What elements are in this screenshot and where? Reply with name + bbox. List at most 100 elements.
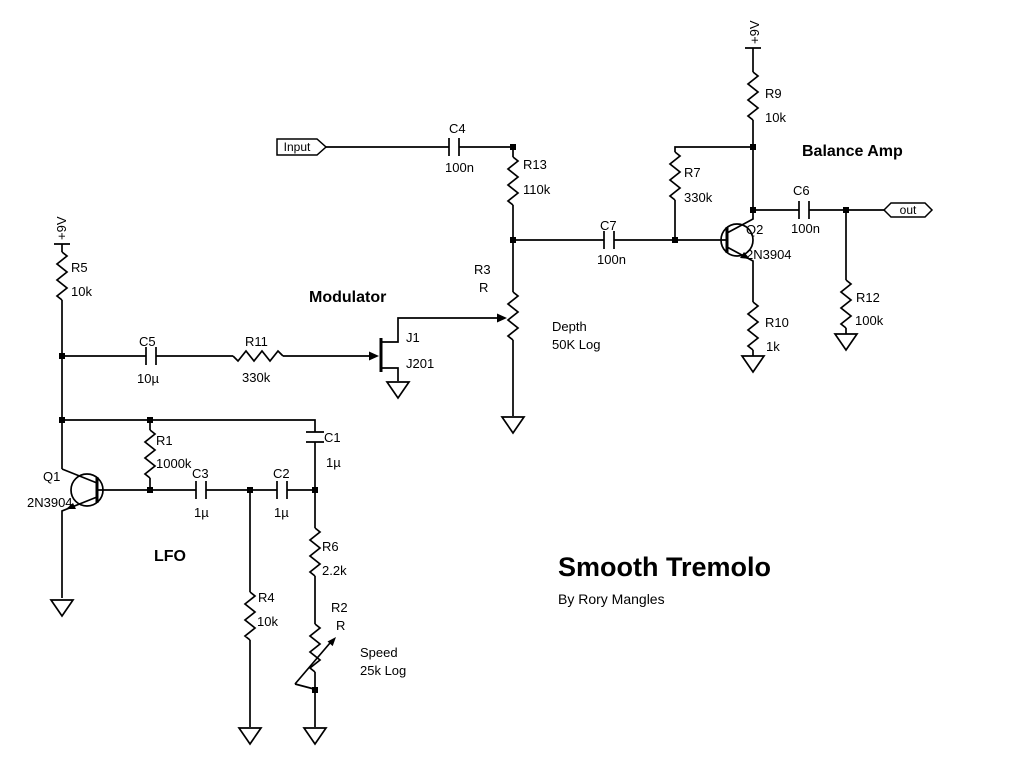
junction-dot	[59, 353, 65, 359]
component-ref: C4	[449, 121, 466, 136]
junction-dot	[843, 207, 849, 213]
ground-icon	[49, 599, 75, 618]
junction-dots	[59, 144, 849, 693]
power-rail-left: +9V	[54, 216, 69, 240]
resistor-R13: R13 110k	[506, 156, 551, 206]
capacitor-C6: C6 100n	[791, 183, 820, 236]
component-ref: R11	[245, 334, 268, 349]
component-value: 10k	[257, 614, 278, 629]
component-value: 1k	[766, 339, 780, 354]
component-ref: C7	[600, 218, 617, 233]
ground-symbols	[49, 333, 859, 746]
emitter-arrow	[740, 252, 750, 259]
component-value: 100n	[791, 221, 820, 236]
component-value: 100n	[597, 252, 626, 267]
resistor-R7: R7 330k	[668, 151, 713, 205]
section-label-balance-amp: Balance Amp	[802, 143, 903, 160]
junction-dot	[510, 237, 516, 243]
component-ref: R1	[156, 433, 173, 448]
component-value: 100n	[445, 160, 474, 175]
component-ref: C1	[324, 430, 341, 445]
component-ref: J1	[406, 330, 420, 345]
component-value: 10µ	[137, 371, 159, 386]
component-value: 2.2k	[322, 563, 347, 578]
component-ref: R5	[71, 260, 88, 275]
component-ref: C2	[273, 466, 290, 481]
power-label: +9V	[747, 20, 762, 44]
component-value: 1µ	[194, 505, 209, 520]
pot-taper-label: 50K Log	[552, 337, 600, 352]
capacitor-C4: C4 100n	[445, 121, 474, 175]
input-tag-shape	[276, 138, 328, 156]
section-label-modulator: Modulator	[309, 289, 386, 306]
input-port-label: Input	[284, 140, 311, 154]
emitter-arrow	[66, 503, 76, 509]
pot-taper-label: 25k Log	[360, 663, 406, 678]
transistor-J1: J1 J201	[369, 330, 434, 372]
section-label-lfo: LFO	[154, 548, 186, 565]
ground-icon	[500, 416, 526, 435]
ground-icon	[237, 727, 263, 746]
component-value: 10k	[765, 110, 786, 125]
junction-dot	[750, 144, 756, 150]
wiper-arrow	[497, 313, 507, 323]
capacitor-C3: C3 1µ	[192, 466, 209, 520]
schematic-title: Smooth Tremolo	[558, 552, 771, 582]
component-ref: C3	[192, 466, 209, 481]
component-ref: R2	[331, 600, 348, 615]
junction-dot	[312, 687, 318, 693]
resistor-R5: R5 10k	[55, 251, 92, 301]
resistor-R4: R4 10k	[243, 590, 278, 641]
component-value: 1µ	[274, 505, 289, 520]
resistor-R12: R12 100k	[839, 279, 884, 329]
component-value: 2N3904	[746, 247, 792, 262]
junction-dot	[672, 237, 678, 243]
capacitor-C5: C5 10µ	[137, 334, 159, 386]
component-value: J201	[406, 356, 434, 371]
pot-function-label: Depth	[552, 319, 587, 334]
junction-dot	[147, 487, 153, 493]
component-value: 330k	[242, 370, 271, 385]
component-value: 1µ	[326, 455, 341, 470]
junction-dot	[147, 417, 153, 423]
component-ref: R10	[765, 315, 789, 330]
output-port: out	[882, 202, 934, 218]
component-value: 330k	[684, 190, 713, 205]
component-value: 2N3904	[27, 495, 73, 510]
capacitor-C1: C1 1µ	[306, 430, 341, 470]
potentiometer-R2: R2 R Speed 25k Log	[308, 600, 406, 678]
junction-dot	[312, 487, 318, 493]
input-port: Input	[276, 138, 328, 156]
capacitor-C2: C2 1µ	[273, 466, 290, 520]
resistor-R10: R10 1k	[746, 301, 789, 354]
gate-arrow	[369, 351, 379, 361]
circuit-wires	[54, 47, 884, 727]
ground-icon	[302, 727, 328, 746]
component-ref: R12	[856, 290, 880, 305]
ground-icon	[385, 381, 411, 400]
component-ref: C6	[793, 183, 810, 198]
component-ref: Q2	[746, 222, 763, 237]
component-value: R	[479, 280, 488, 295]
schematic-byline: By Rory Mangles	[558, 591, 665, 607]
junction-dot	[59, 417, 65, 423]
capacitor-C7: C7 100n	[597, 218, 626, 267]
power-label: +9V	[54, 216, 69, 240]
component-ref: R9	[765, 86, 782, 101]
potentiometer-R3: R3 R Depth 50K Log	[474, 262, 600, 352]
power-rail-right: +9V	[747, 20, 762, 44]
resistor-R11: R11 330k	[232, 334, 284, 385]
resistor-R1: R1 1000k	[143, 429, 192, 479]
component-ref: R3	[474, 262, 491, 277]
component-value: 10k	[71, 284, 92, 299]
component-value: R	[336, 618, 345, 633]
ground-icon	[833, 333, 859, 352]
junction-dot	[510, 144, 516, 150]
resistor-R9: R9 10k	[746, 71, 786, 125]
component-value: 110k	[523, 182, 551, 197]
transistor-Q1: Q1 2N3904	[27, 469, 104, 510]
output-tag-shape	[882, 202, 934, 218]
component-value: 100k	[855, 313, 884, 328]
